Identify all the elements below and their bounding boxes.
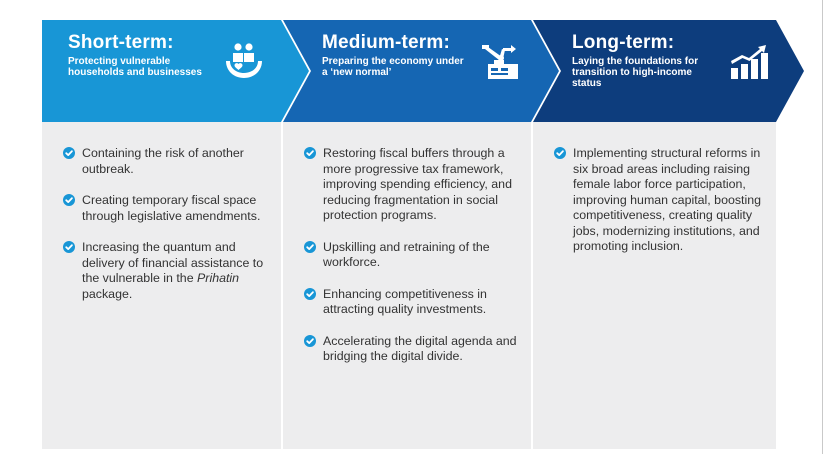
medium-term-actions: Restoring fiscal buffers through a more …	[303, 146, 525, 365]
package-name: Prihatin	[197, 271, 240, 285]
item-text-end: package.	[82, 286, 133, 301]
medium-term-chevron	[283, 20, 559, 122]
short-term-heading: Short-term: Protecting vulnerable househ…	[68, 32, 218, 78]
item-text: Implementing structural reforms in six b…	[573, 146, 762, 253]
list-item: Restoring fiscal buffers through a more …	[303, 146, 525, 224]
long-term-actions: Implementing structural reforms in six b…	[553, 146, 775, 255]
item-text: Containing the risk of another outbreak.	[82, 146, 244, 176]
long-term-chevron	[533, 20, 804, 122]
factory-robot-icon	[482, 45, 518, 79]
medium-term-panel	[283, 122, 531, 449]
phase-subtitle: Laying the foundations for transition to…	[572, 56, 699, 89]
frame-border	[822, 0, 823, 454]
item-text: Restoring fiscal buffers through a more …	[323, 146, 512, 222]
list-item: Increasing the quantum and delivery of f…	[62, 240, 272, 302]
check-circle-icon	[554, 147, 566, 159]
list-item: Creating temporary fiscal space through …	[62, 193, 272, 224]
check-circle-icon	[304, 334, 316, 347]
phase-title: Medium-term:	[322, 32, 451, 53]
item-text: Enhancing competitiveness in attracting …	[323, 286, 487, 317]
growth-chart-icon	[731, 45, 768, 79]
list-item: Implementing structural reforms in six b…	[553, 146, 775, 255]
long-term-panel	[533, 122, 776, 449]
item-text: Accelerating the digital agenda and brid…	[323, 333, 517, 364]
list-item: Enhancing competitiveness in attracting …	[303, 287, 525, 318]
check-circle-icon	[304, 147, 316, 159]
item-text-start: Increasing the quantum and delivery of f…	[82, 240, 264, 285]
check-circle-icon	[63, 194, 75, 206]
list-item: Accelerating the digital agenda and brid…	[303, 334, 525, 365]
list-item: Upskilling and retraining of the workfor…	[303, 240, 525, 271]
long-term-heading: Long-term: Laying the foundations for tr…	[572, 32, 722, 89]
phase-subtitle: Preparing the economy under a ‘new norma…	[322, 56, 464, 78]
check-circle-icon	[304, 287, 316, 300]
phase-subtitle: Protecting vulnerable households and bus…	[68, 56, 202, 78]
item-text: Creating temporary fiscal space through …	[82, 193, 261, 223]
check-circle-icon	[63, 147, 75, 159]
check-circle-icon	[304, 240, 316, 253]
short-term-panel	[42, 122, 281, 449]
short-term-actions: Containing the risk of another outbreak.…	[62, 146, 272, 302]
item-text: Upskilling and retraining of the workfor…	[323, 239, 490, 270]
phase-chevrons	[42, 20, 804, 122]
short-term-chevron	[42, 20, 309, 122]
list-item: Containing the risk of another outbreak.	[62, 146, 272, 177]
phase-title: Long-term:	[572, 32, 675, 53]
phase-title: Short-term:	[68, 32, 174, 53]
medium-term-heading: Medium-term: Preparing the economy under…	[322, 32, 472, 78]
check-circle-icon	[63, 241, 75, 253]
family-care-icon	[226, 43, 262, 78]
